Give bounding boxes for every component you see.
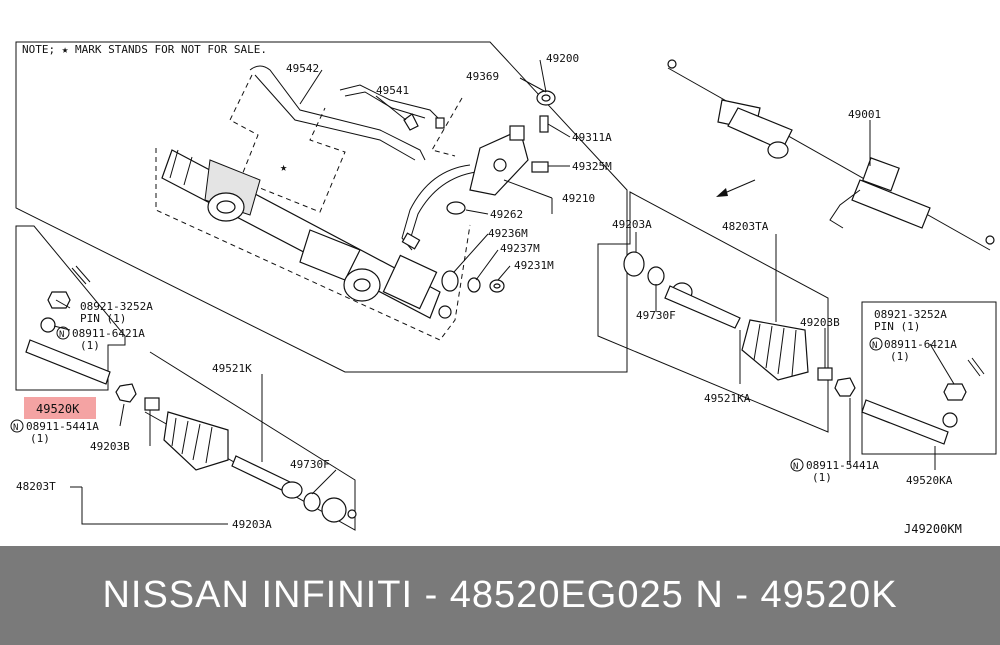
label-49311A: 49311A bbox=[572, 131, 612, 144]
n-symbol-text: N bbox=[59, 330, 64, 340]
label-08921-right: 08921-3252A bbox=[874, 308, 947, 321]
label-49521KA: 49521KA bbox=[704, 392, 751, 405]
label-08911-5441A-left: 08911-5441A bbox=[26, 420, 99, 433]
label-49262: 49262 bbox=[490, 208, 523, 221]
part-number-banner: NISSAN INFINITI - 48520EG025 N - 49520K bbox=[0, 546, 1000, 645]
label-qty-5441-right: (1) bbox=[812, 471, 832, 484]
boot-kit-left bbox=[163, 411, 357, 523]
n-symbol-text: N bbox=[872, 341, 877, 351]
label-49236M: 49236M bbox=[488, 227, 528, 240]
pressure-pipes bbox=[249, 65, 477, 251]
n-symbol-text: N bbox=[793, 462, 798, 472]
steering-rack-housing bbox=[161, 149, 452, 319]
label-49520K: 49520K bbox=[36, 402, 80, 416]
label-49520KA: 49520KA bbox=[906, 474, 953, 487]
label-49203B-left: 49203B bbox=[90, 440, 130, 453]
label-49369: 49369 bbox=[466, 70, 499, 83]
label-49231M: 49231M bbox=[514, 259, 554, 272]
not-for-sale-star: ★ bbox=[280, 160, 287, 174]
right-tie-rod-panel-outline bbox=[861, 301, 997, 455]
complete-rack-assembly bbox=[667, 59, 995, 251]
n-symbol-icon bbox=[56, 326, 70, 340]
n-symbol-icon bbox=[790, 458, 804, 472]
boot-kit-right bbox=[623, 251, 856, 397]
control-valve bbox=[446, 125, 529, 215]
label-qty-6421-left: (1) bbox=[80, 339, 100, 352]
label-49521K: 49521K bbox=[212, 362, 252, 375]
n-symbol-icon bbox=[869, 337, 883, 351]
label-49203A-left: 49203A bbox=[232, 518, 272, 531]
label-49203B-right: 49203B bbox=[800, 316, 840, 329]
label-49325M: 49325M bbox=[572, 160, 612, 173]
label-08911-6421A-right: 08911-6421A bbox=[884, 338, 957, 351]
label-49200: 49200 bbox=[546, 52, 579, 65]
tie-rod-end-right bbox=[861, 357, 985, 445]
tie-rod-panel-outline bbox=[15, 225, 126, 391]
n-symbol-icon bbox=[10, 419, 24, 433]
tie-rod-end-left bbox=[25, 265, 160, 411]
part-number-text: NISSAN INFINITI - 48520EG025 N - 49520K bbox=[102, 574, 898, 616]
label-08921-left: 08921-3252A bbox=[80, 300, 153, 313]
label-49541: 49541 bbox=[376, 84, 409, 97]
label-pin-right: PIN (1) bbox=[874, 320, 920, 333]
diagram-ref-code: J49200KM bbox=[904, 522, 962, 536]
n-symbol-text: N bbox=[13, 423, 18, 433]
dashed-group-pipe bbox=[229, 74, 346, 213]
label-08911-5441A-right: 08911-5441A bbox=[806, 459, 879, 472]
label-pin-left: PIN (1) bbox=[80, 312, 126, 325]
highlight-box-49520K bbox=[24, 397, 96, 419]
label-48203TA: 48203TA bbox=[722, 220, 769, 233]
label-49542: 49542 bbox=[286, 62, 319, 75]
boot-kit-panel-outline bbox=[597, 191, 829, 433]
label-08911-6421A-left: 08911-6421A bbox=[72, 327, 145, 340]
parts-diagram: NOTE; ★ MARK STANDS FOR NOT FOR SALE. bbox=[10, 41, 997, 536]
note-text: NOTE; ★ MARK STANDS FOR NOT FOR SALE. bbox=[22, 43, 267, 56]
label-49237M: 49237M bbox=[500, 242, 540, 255]
label-49730F-left: 49730F bbox=[290, 458, 330, 471]
label-49203A-right: 49203A bbox=[612, 218, 652, 231]
label-48203T: 48203T bbox=[16, 480, 56, 493]
label-qty-5441-left: (1) bbox=[30, 432, 50, 445]
assembly-panel-outline bbox=[15, 41, 628, 373]
label-49730F-right: 49730F bbox=[636, 309, 676, 322]
label-49001: 49001 bbox=[848, 108, 881, 121]
label-49210: 49210 bbox=[562, 192, 595, 205]
label-qty-6421-right: (1) bbox=[890, 350, 910, 363]
